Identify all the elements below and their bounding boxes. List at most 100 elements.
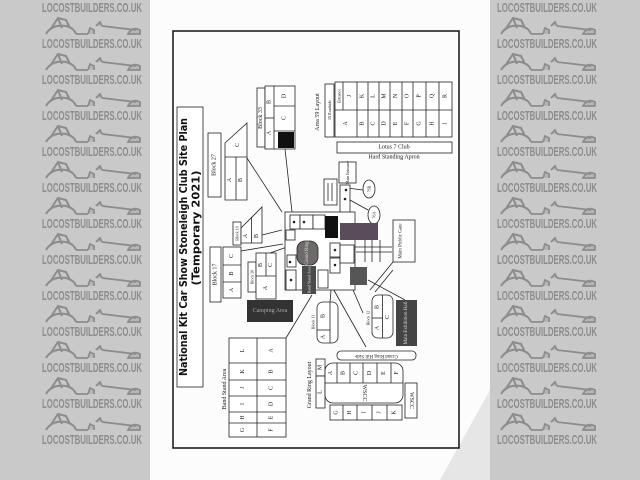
camping-label: Camping Area bbox=[253, 308, 288, 314]
grand-ring-layout-label: Grand Ring Layout bbox=[307, 361, 313, 408]
car-logo-icon bbox=[45, 268, 141, 287]
watermark-tile: LOCOSTBUILDERS.CO.UK bbox=[497, 376, 608, 412]
watermark-text: LOCOSTBUILDERS.CO.UK bbox=[497, 432, 597, 447]
watermark-text: LOCOSTBUILDERS.CO.UK bbox=[497, 216, 597, 231]
watermark-text: LOCOSTBUILDERS.CO.UK bbox=[42, 216, 142, 231]
car-logo-icon bbox=[500, 412, 596, 431]
car-logo-icon bbox=[45, 412, 141, 431]
main-exhibition-label: Main Exhibition Hall bbox=[404, 301, 409, 344]
car-logo-icon bbox=[500, 268, 596, 287]
car-logo-icon bbox=[45, 52, 141, 71]
cell: L bbox=[371, 94, 377, 98]
hard-standing-label: Hard Standing Apron bbox=[368, 155, 419, 161]
watermark-tile: LOCOSTBUILDERS.CO.UK bbox=[42, 196, 153, 232]
cell: K bbox=[392, 410, 398, 415]
block-10: Block 10 A B bbox=[232, 206, 263, 246]
cell: J bbox=[377, 411, 383, 414]
block-33: Block 33 B A D C bbox=[256, 85, 296, 150]
central-site-area: Main Entrance 76B 76A Grand Ring Band St… bbox=[284, 160, 416, 294]
cell: H bbox=[347, 410, 353, 415]
block-17: Block 17 C B A bbox=[209, 246, 242, 303]
black-marker bbox=[278, 132, 294, 148]
main-entrance-label: Main Entrance bbox=[345, 160, 350, 184]
black-building bbox=[325, 216, 338, 238]
watermark-tile: LOCOSTBUILDERS.CO.UK bbox=[42, 160, 153, 196]
block-27: Block 27 C A B bbox=[207, 122, 248, 201]
cell: M bbox=[382, 93, 388, 99]
cell: F bbox=[405, 121, 411, 125]
marker-76a: 76A bbox=[372, 211, 377, 218]
watermark-tile: LOCOSTBUILDERS.CO.UK bbox=[42, 0, 153, 16]
watermark-text: LOCOSTBUILDERS.CO.UK bbox=[42, 108, 142, 123]
watermark-text: LOCOSTBUILDERS.CO.UK bbox=[497, 288, 597, 303]
cell: I bbox=[443, 123, 449, 125]
band-stand-label: Band Stand Area bbox=[222, 368, 228, 409]
cell: B bbox=[229, 271, 235, 275]
watermark-text: LOCOSTBUILDERS.CO.UK bbox=[497, 252, 597, 267]
cell: C bbox=[354, 371, 360, 375]
cell: F bbox=[394, 371, 400, 375]
cell: C bbox=[371, 121, 377, 125]
page-curl-shadow bbox=[440, 390, 490, 480]
watermark-text: LOCOSTBUILDERS.CO.UK bbox=[497, 144, 597, 159]
watermark-text: LOCOSTBUILDERS.CO.UK bbox=[497, 180, 597, 195]
plan-title: National Kit Car Show Stoneleigh Club Si… bbox=[178, 118, 190, 376]
grand-ring-hill-side: Grand Ring Hill Side bbox=[336, 350, 417, 361]
car-logo-icon bbox=[500, 16, 596, 35]
car-logo-icon bbox=[45, 88, 141, 107]
site-plan-scan: National Kit Car Show Stoneleigh Club Si… bbox=[150, 0, 490, 480]
watermark-text: LOCOSTBUILDERS.CO.UK bbox=[497, 0, 597, 15]
lotus-7-club: Lotus 7 Club Hard Standing Apron bbox=[336, 141, 453, 161]
watermark-tile: LOCOSTBUILDERS.CO.UK bbox=[42, 232, 153, 268]
watermark-text: LOCOSTBUILDERS.CO.UK bbox=[42, 396, 142, 411]
cell: A bbox=[263, 285, 269, 290]
cell: C bbox=[385, 315, 391, 319]
cell: C bbox=[268, 263, 274, 267]
car-logo-icon bbox=[45, 160, 141, 179]
car-logo-icon bbox=[500, 232, 596, 251]
cell: A bbox=[243, 233, 249, 238]
cell: B bbox=[267, 100, 273, 104]
cell: G bbox=[240, 427, 246, 432]
car-logo-icon bbox=[45, 340, 141, 359]
car-logo-icon bbox=[45, 232, 141, 251]
watermark-text: LOCOSTBUILDERS.CO.UK bbox=[42, 72, 142, 87]
cell: Q bbox=[430, 93, 436, 98]
watermark-tile: LOCOSTBUILDERS.CO.UK bbox=[42, 412, 153, 448]
watermark-tile: LOCOSTBUILDERS.CO.UK bbox=[42, 340, 153, 376]
cell: A bbox=[328, 370, 334, 375]
watermark-tile: LOCOSTBUILDERS.CO.UK bbox=[497, 268, 608, 304]
cell: C bbox=[229, 254, 235, 258]
cell: G bbox=[334, 410, 340, 415]
watermark-tile: LOCOSTBUILDERS.CO.UK bbox=[497, 340, 608, 376]
car-logo-icon bbox=[45, 376, 141, 395]
marker-76b: 76B bbox=[367, 185, 372, 192]
car-logo-icon bbox=[500, 376, 596, 395]
car-logo-icon bbox=[500, 304, 596, 323]
connector-arrows bbox=[240, 148, 406, 348]
cell: A bbox=[321, 334, 327, 339]
block-12: B C A Block 12 bbox=[366, 294, 394, 339]
cell: K bbox=[240, 369, 246, 374]
watermark-text: LOCOSTBUILDERS.CO.UK bbox=[497, 360, 597, 375]
watermark-tile: LOCOSTBUILDERS.CO.UK bbox=[42, 88, 153, 124]
cell: B bbox=[375, 305, 381, 309]
watermark-text: LOCOSTBUILDERS.CO.UK bbox=[42, 36, 142, 51]
entrance-label: Entrance bbox=[337, 89, 342, 103]
watermark-text: LOCOSTBUILDERS.CO.UK bbox=[497, 36, 597, 51]
watermark-text: LOCOSTBUILDERS.CO.UK bbox=[497, 108, 597, 123]
watermark-tile: LOCOSTBUILDERS.CO.UK bbox=[497, 160, 608, 196]
cell: L bbox=[318, 390, 324, 394]
cell: F bbox=[269, 428, 275, 432]
grey-building bbox=[350, 267, 367, 285]
title-box: National Kit Car Show Stoneleigh Club Si… bbox=[176, 106, 204, 388]
cell: M bbox=[318, 364, 324, 370]
cell: H bbox=[430, 121, 436, 126]
plan-subtitle: (Temporary 2021) bbox=[191, 171, 203, 286]
watermark-text: LOCOSTBUILDERS.CO.UK bbox=[42, 144, 142, 159]
watermark-text: LOCOSTBUILDERS.CO.UK bbox=[42, 0, 142, 15]
cell: D bbox=[382, 121, 388, 126]
watermark-text: LOCOSTBUILDERS.CO.UK bbox=[497, 396, 597, 411]
cell: C bbox=[282, 116, 288, 120]
cell: K bbox=[360, 93, 366, 98]
